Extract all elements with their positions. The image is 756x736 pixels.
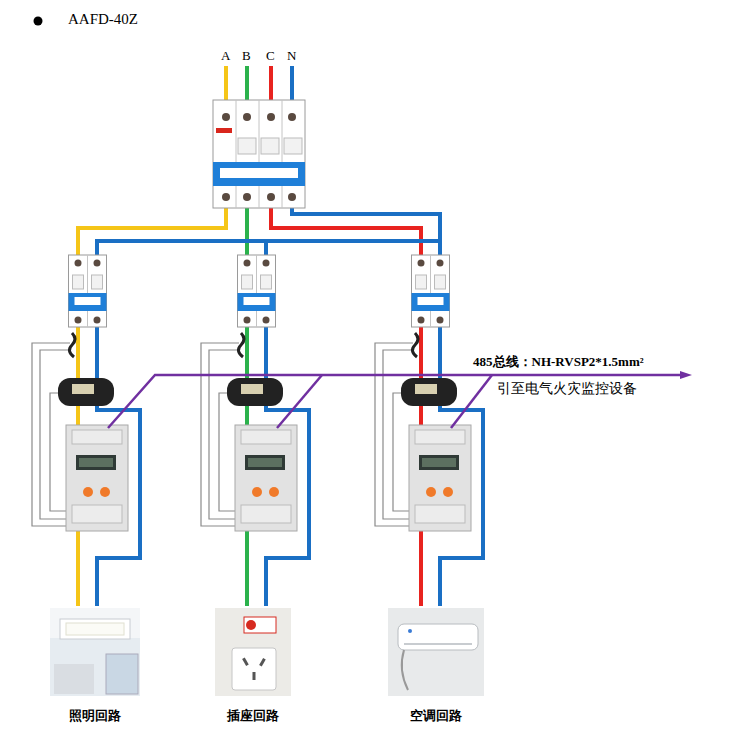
load-circuit: 照明回路	[48, 606, 142, 724]
load-circuit: 空调回路	[386, 606, 486, 724]
phase-label: B	[242, 49, 251, 64]
circuit-caption: 照明回路	[48, 708, 142, 724]
load-circuit: 插座回路	[213, 606, 293, 724]
bus-destination-note: 引至电气火灾监控设备	[497, 381, 637, 397]
circuit-caption: 插座回路	[213, 708, 293, 724]
neutral-label: N	[287, 49, 296, 64]
phase-label: C	[266, 49, 275, 64]
circuit-caption: 空调回路	[386, 708, 486, 724]
phase-label: A	[221, 49, 230, 64]
diagram-title: AAFD-40Z	[68, 11, 138, 28]
bus-cable-label: 485总线：NH-RVSP2*1.5mm²	[473, 355, 644, 370]
